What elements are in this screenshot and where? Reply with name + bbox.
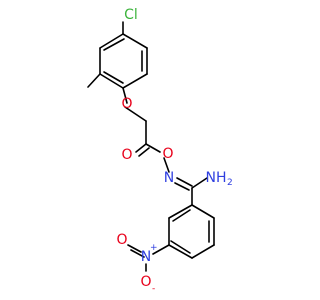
bond [191,244,215,259]
chlorine-atom: Cl [124,7,138,23]
bond [103,38,125,51]
bond [99,73,124,89]
bond [135,143,147,153]
bond [191,177,208,189]
bond [122,87,128,104]
bond [127,244,142,253]
bond [122,73,148,89]
bond [87,73,101,88]
oxygen-atom-carbonyl: O [121,147,132,163]
bond [168,204,193,219]
bond [145,143,161,153]
oxygen-atom-nitro-anion: O [140,274,151,290]
bond [172,209,191,222]
bond [99,33,124,49]
atom-labels: Cl O O O N NH 2 N + O O - [116,7,232,294]
bond [176,177,193,187]
bond [174,182,190,191]
bond [168,244,193,259]
bonds [87,21,215,272]
nitrogen-atom-imine: N [164,170,174,186]
oxygen-atom-nitro-double: O [116,232,127,248]
bond [191,204,215,219]
bond [122,33,148,49]
nitro-positive-charge: + [150,243,158,253]
nitrogen-atom-nitro: N [141,249,151,265]
nitro-negative-charge: - [152,284,155,294]
oxygen-atom-linker: O [162,146,173,162]
bond [138,147,150,157]
bond [130,249,145,258]
oxygen-atom-ether: O [121,96,132,112]
bond [163,157,170,173]
molecule-structure: Cl O O O N NH 2 N + O O - [87,7,233,294]
bond [152,244,170,255]
bond [124,106,147,122]
bond [170,240,191,254]
bond [103,71,124,84]
amine-hydrogen-count: 2 [227,178,233,188]
amine-group-label: NH [206,170,227,186]
